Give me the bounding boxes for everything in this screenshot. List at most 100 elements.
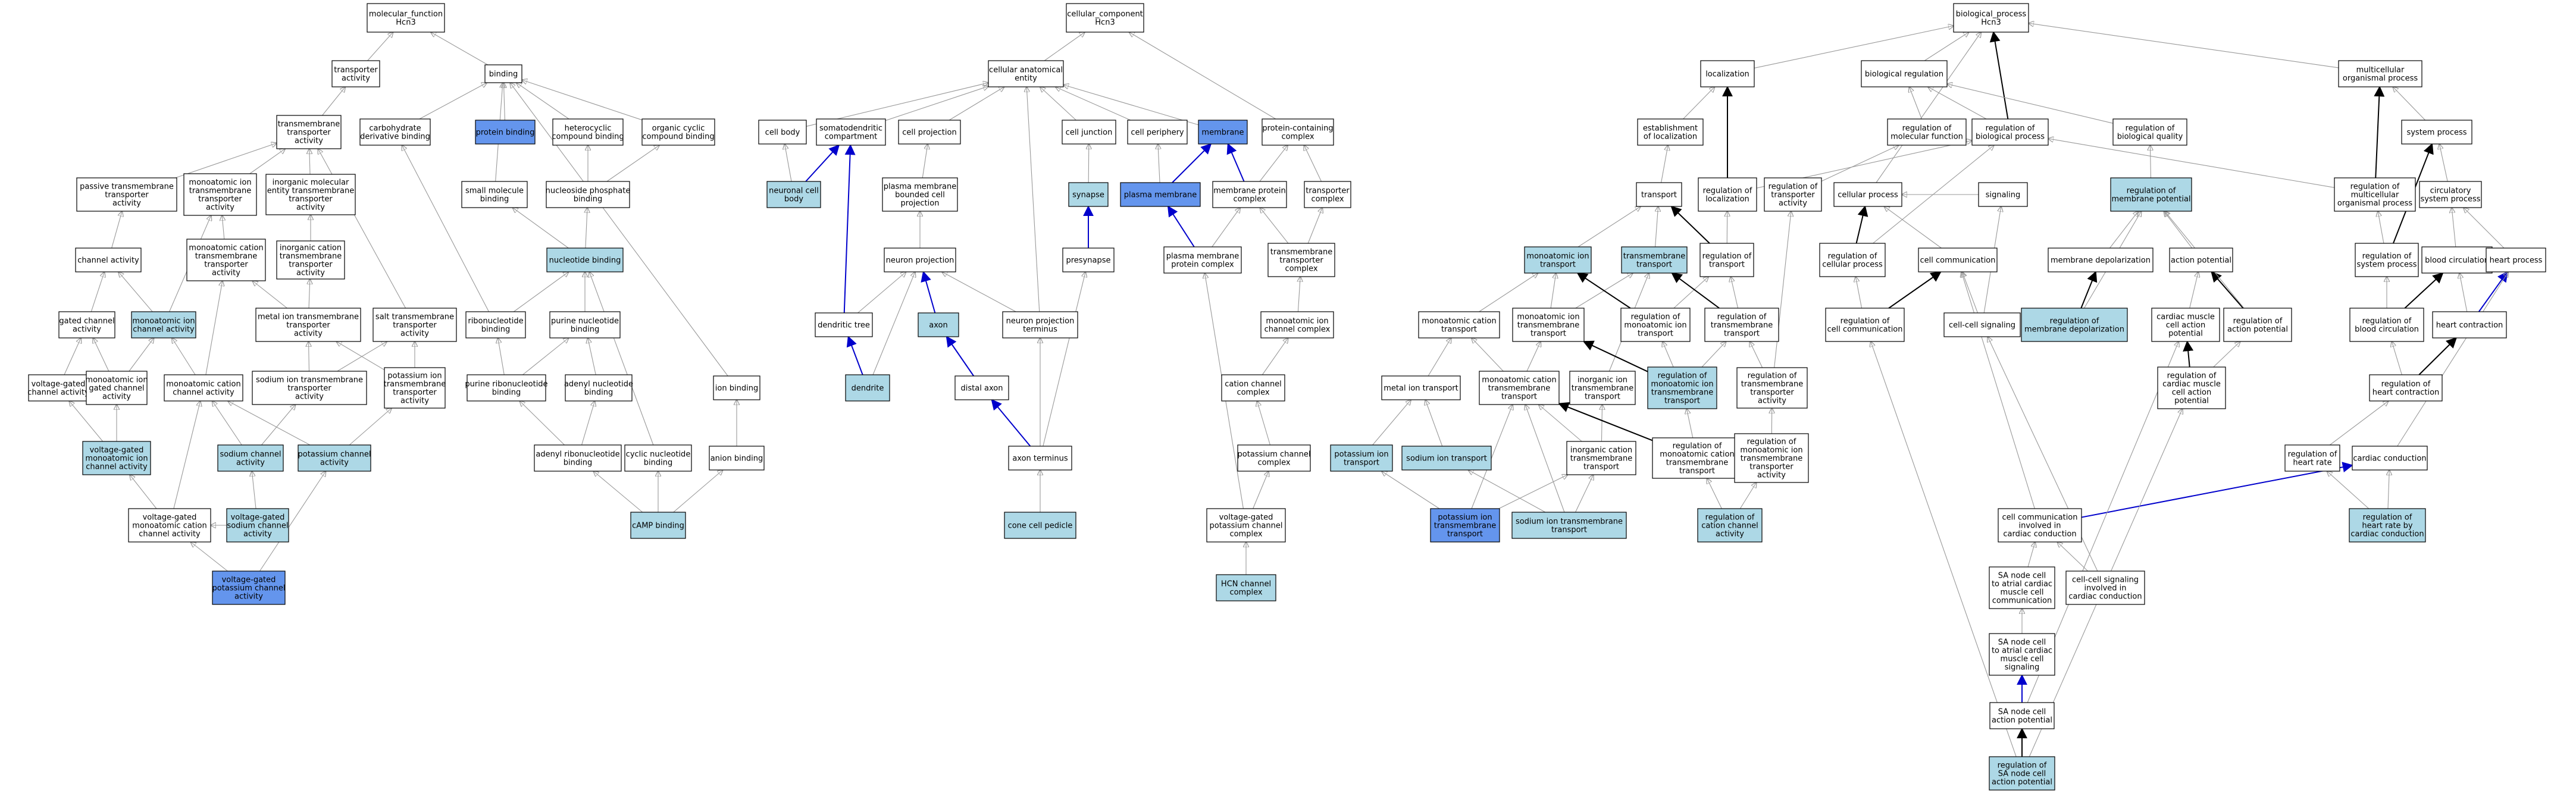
term-box[interactable] [86, 371, 148, 405]
term-box[interactable] [1943, 312, 2021, 337]
term-box[interactable] [624, 444, 692, 472]
term-box[interactable] [988, 60, 1064, 87]
term-box[interactable] [1647, 366, 1717, 409]
term-box[interactable] [461, 181, 528, 208]
term-box[interactable] [1764, 177, 1822, 212]
go-term-conecell[interactable]: cone cell pedicle [1004, 512, 1076, 539]
term-box[interactable] [2486, 247, 2546, 272]
go-term-metalion[interactable]: metal ion transmembranetransporteractivi… [255, 308, 361, 342]
go-term-actpot[interactable]: action potential [2169, 247, 2233, 272]
term-box[interactable] [1989, 566, 2055, 609]
term-box[interactable] [1330, 444, 1393, 472]
go-term-distalaxon[interactable]: distal axon [954, 375, 1009, 400]
term-box[interactable] [1918, 247, 1998, 272]
term-box[interactable] [1734, 433, 1809, 483]
term-box[interactable] [186, 239, 266, 281]
term-box[interactable] [534, 444, 622, 472]
term-box[interactable] [2048, 247, 2154, 272]
term-box[interactable] [546, 181, 630, 208]
term-box[interactable] [384, 367, 446, 409]
term-box[interactable] [1511, 512, 1627, 539]
term-box[interactable] [1700, 60, 1755, 87]
term-box[interactable] [265, 174, 356, 215]
term-box[interactable] [1062, 247, 1115, 272]
go-term-transport[interactable]: transport [1636, 182, 1682, 207]
term-box[interactable] [552, 118, 624, 146]
term-box[interactable] [2169, 247, 2233, 272]
term-box[interactable] [128, 508, 211, 543]
term-box[interactable] [373, 308, 457, 342]
term-box[interactable] [641, 118, 715, 146]
term-box[interactable] [1699, 243, 1754, 277]
go-term-plasmamem[interactable]: plasma membrane [1120, 182, 1201, 207]
term-box[interactable] [884, 247, 956, 272]
term-box[interactable] [331, 60, 380, 87]
term-box[interactable] [28, 374, 89, 402]
term-box[interactable] [1479, 371, 1560, 405]
term-box[interactable] [1212, 181, 1287, 208]
term-box[interactable] [2401, 120, 2472, 145]
term-box[interactable] [2338, 60, 2422, 87]
term-box[interactable] [1998, 508, 2082, 543]
term-box[interactable] [1978, 182, 2028, 207]
term-box[interactable] [918, 312, 959, 337]
term-box[interactable] [1825, 308, 1905, 342]
go-term-cellcomm[interactable]: cell communication [1918, 247, 1998, 272]
term-box[interactable] [1381, 375, 1461, 400]
term-box[interactable] [1698, 177, 1757, 212]
term-box[interactable] [766, 181, 821, 208]
go-term-anion[interactable]: anion binding [709, 446, 765, 471]
term-box[interactable] [1652, 437, 1742, 479]
term-box[interactable] [758, 120, 807, 145]
go-term-nucbind[interactable]: nucleotide binding [546, 247, 624, 272]
term-box[interactable] [1120, 182, 1201, 207]
go-term-cellproc[interactable]: cellular process [1833, 182, 1902, 207]
term-box[interactable] [1620, 308, 1691, 342]
go-term-axonterm[interactable]: axon terminus [1008, 446, 1072, 471]
term-box[interactable] [359, 118, 431, 146]
term-box[interactable] [546, 247, 624, 272]
go-term-bloodcirc[interactable]: blood circulation [2421, 246, 2493, 274]
term-box[interactable] [1637, 118, 1704, 146]
go-term-cardcond[interactable]: cardiac conduction [2352, 446, 2428, 471]
term-box[interactable] [1221, 374, 1285, 402]
term-box[interactable] [1267, 243, 1335, 277]
term-box[interactable] [2112, 118, 2187, 146]
go-term-dendrite[interactable]: dendrite [845, 374, 890, 402]
term-box[interactable] [2021, 308, 2128, 342]
go-term-dendtree[interactable]: dendritic tree [815, 312, 873, 337]
